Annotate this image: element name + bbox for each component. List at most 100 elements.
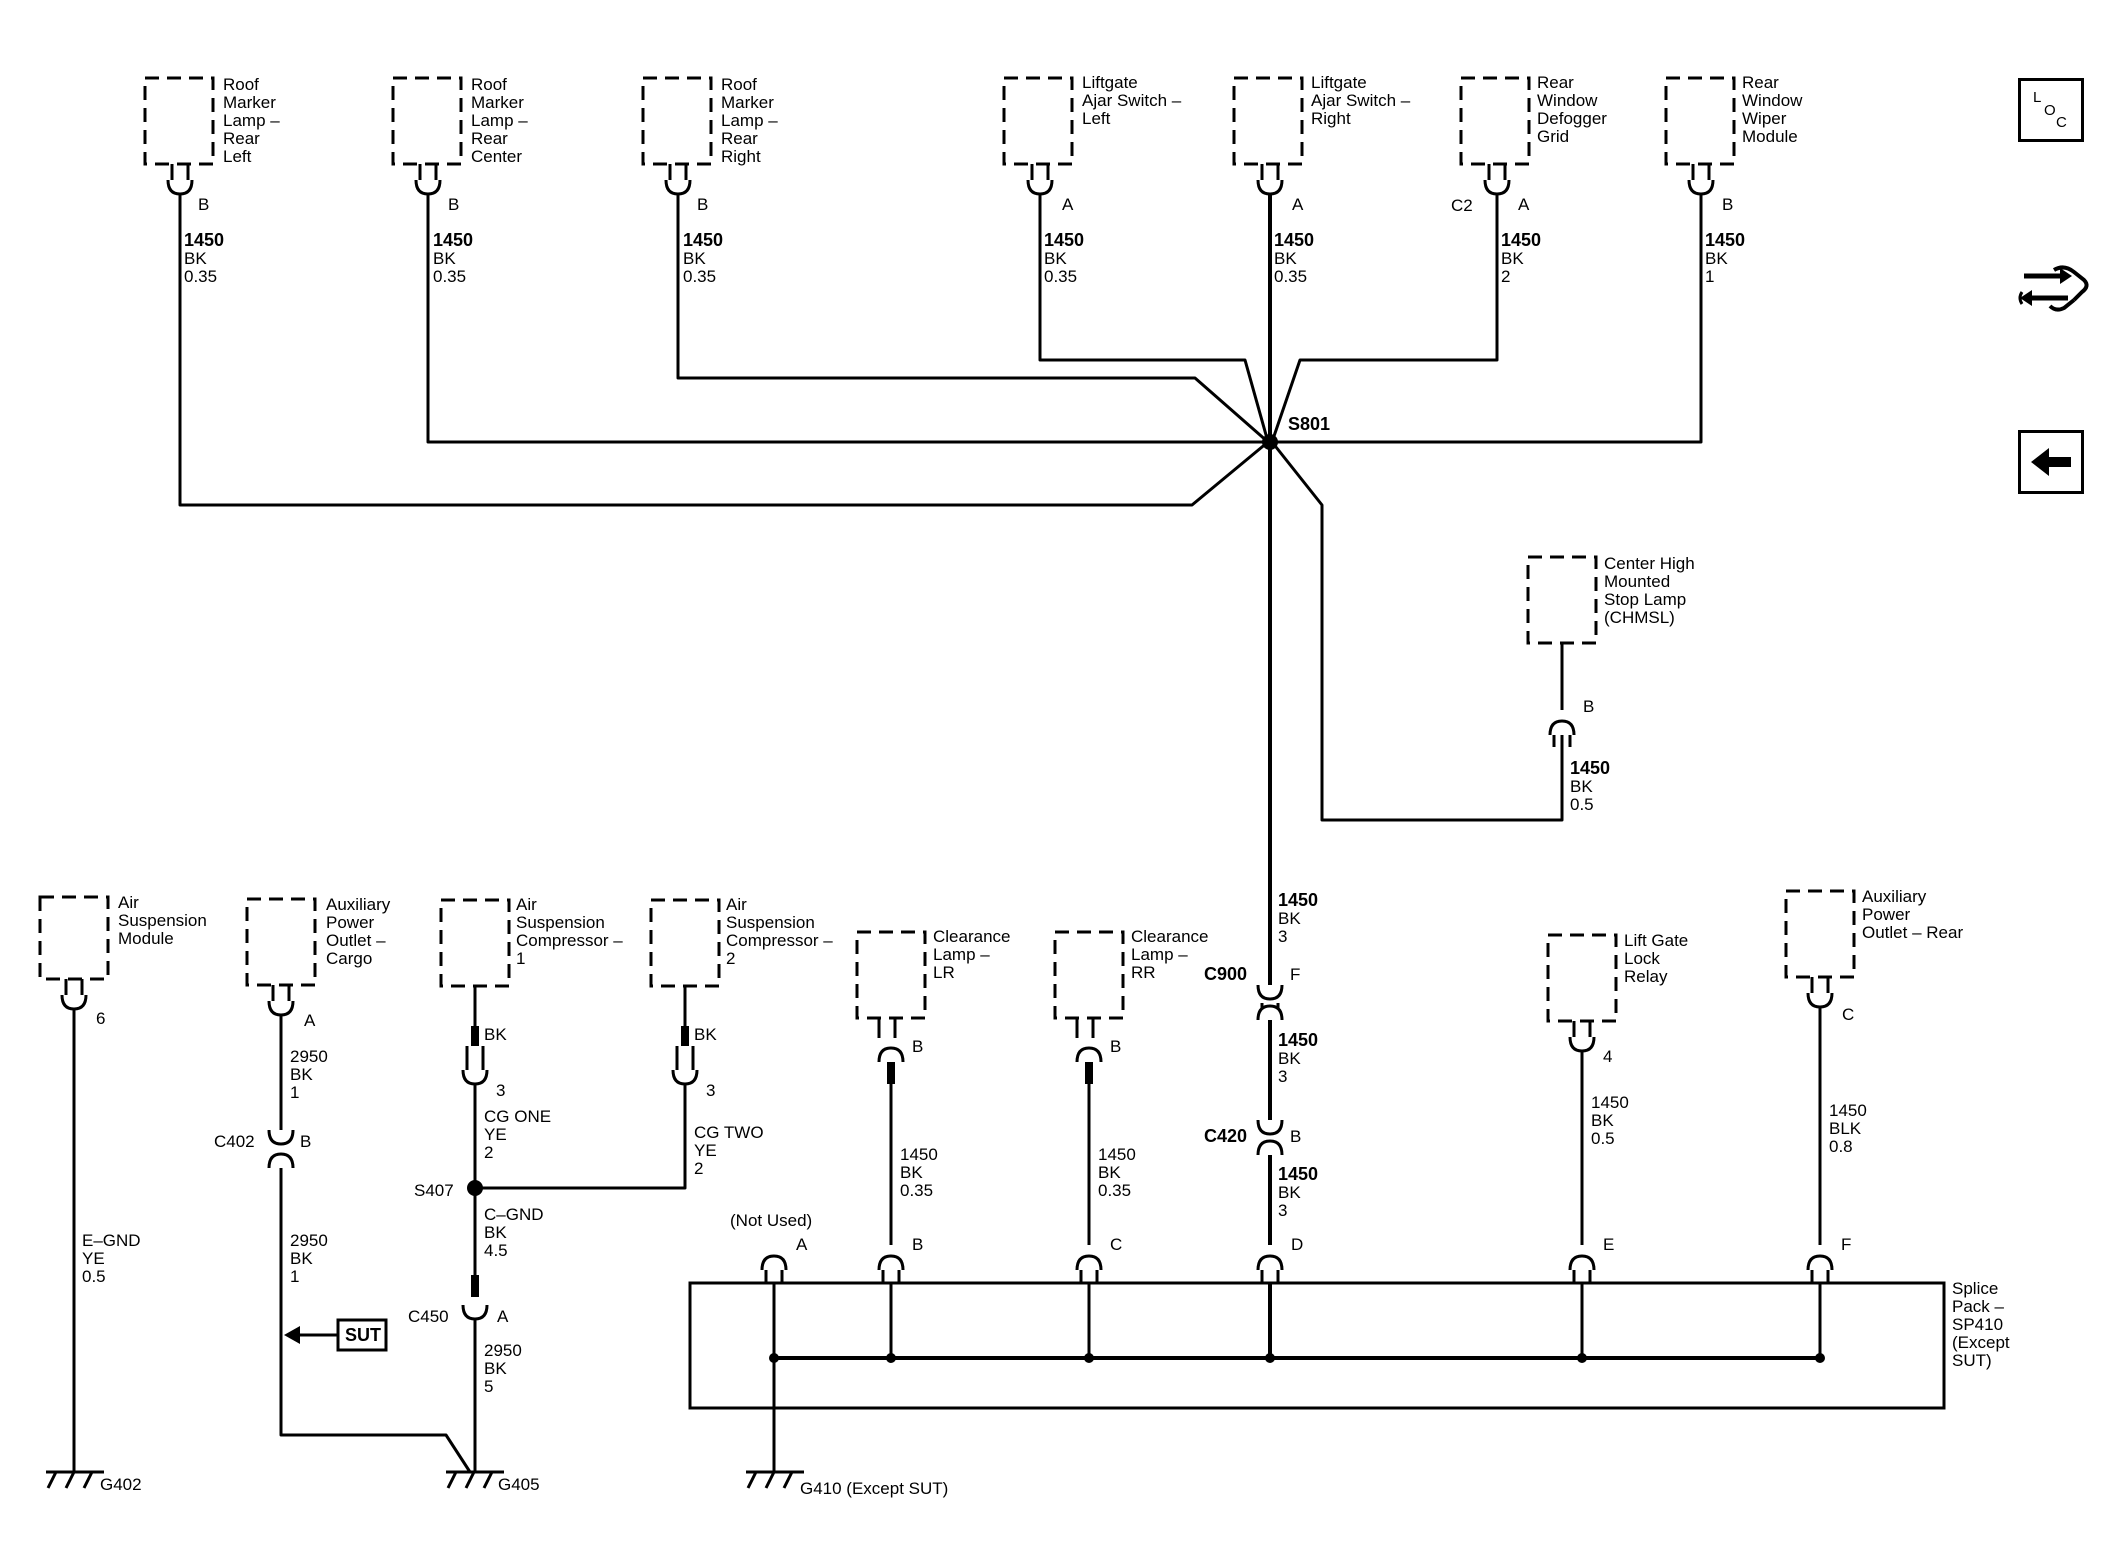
connector-view-button[interactable] xyxy=(2014,248,2090,328)
pin-label: B xyxy=(912,1235,923,1254)
loc-letter-l: L xyxy=(2033,89,2041,106)
component-air-suspension-compressor-1: Air Suspension Compressor – 1 BK 3 xyxy=(439,895,623,1100)
label-line: Stop Lamp xyxy=(1604,590,1686,609)
label-line: SUT) xyxy=(1952,1351,1992,1370)
splice-label-s407: S407 xyxy=(414,1181,454,1200)
pin-label: A xyxy=(304,1011,316,1030)
top-harness-wires xyxy=(178,194,1703,822)
pin-label: 3 xyxy=(706,1081,715,1100)
sut-label: SUT xyxy=(345,1325,381,1345)
label-line: Window xyxy=(1742,91,1803,110)
wire-circuit: 1450 xyxy=(1829,1101,1867,1120)
wire-color: BK xyxy=(1274,249,1297,268)
pin-label: B xyxy=(448,195,459,214)
label-line: Right xyxy=(1311,109,1351,128)
label-line: Rear xyxy=(223,129,260,148)
label-line: Suspension xyxy=(726,913,815,932)
wire-color: BK xyxy=(694,1025,717,1044)
label-line: LR xyxy=(933,963,955,982)
label-line: Power xyxy=(1862,905,1911,924)
component-clearance-lamp-rr: Clearance Lamp – RR B 1450 BK 0.35 xyxy=(1053,927,1209,1245)
label-line: Rear xyxy=(721,129,758,148)
pin-label: E xyxy=(1603,1235,1614,1254)
wire-color: BK xyxy=(683,249,706,268)
label-line: Air xyxy=(118,893,139,912)
wire-size: 0.5 xyxy=(82,1267,106,1286)
splice-pack-sp410: (Not Used) A B C D E F Splice Pack – SP4… xyxy=(688,1211,2010,1472)
sut-option-arrow: SUT xyxy=(284,1318,388,1352)
label-line: 2 xyxy=(726,949,735,968)
wire-size: 2 xyxy=(1501,267,1510,286)
wire-size: 0.35 xyxy=(184,267,217,286)
label-line: Lamp – xyxy=(1131,945,1188,964)
wire-size: 1 xyxy=(290,1083,299,1102)
component-roof-marker-lamp-rear-right: Roof Marker Lamp – Rear Right B 1450 BK … xyxy=(641,75,778,286)
ground-g405: G405 xyxy=(446,1470,540,1494)
wire-circuit: 1450 xyxy=(1098,1145,1136,1164)
wire-color: BK xyxy=(484,1223,507,1242)
pin-label: B xyxy=(198,195,209,214)
label-line: Roof xyxy=(471,75,507,94)
label-line: Pack – xyxy=(1952,1297,2005,1316)
wire-size: 3 xyxy=(1278,927,1287,946)
wire-color: BK xyxy=(484,1359,507,1378)
splice-s407 xyxy=(467,1180,483,1196)
location-view-button[interactable]: L O C xyxy=(2018,78,2084,142)
component-roof-marker-lamp-rear-left: Roof Marker Lamp – Rear Left B 1450 BK 0… xyxy=(143,75,280,286)
label-line: 1 xyxy=(516,949,525,968)
label-line: Suspension xyxy=(516,913,605,932)
wire-size: 2 xyxy=(694,1159,703,1178)
wire-color: BK xyxy=(1501,249,1524,268)
wire-color: YE xyxy=(484,1125,507,1144)
pin-label: A xyxy=(1292,195,1304,214)
label-line: Left xyxy=(1082,109,1111,128)
connector-hand-icon xyxy=(2018,265,2089,312)
ground-label: G405 xyxy=(498,1475,540,1494)
pin-label: C xyxy=(1110,1235,1122,1254)
pin-label: A xyxy=(1518,195,1530,214)
wire-size: 0.35 xyxy=(683,267,716,286)
wire-size: 5 xyxy=(484,1377,493,1396)
wire-circuit: E–GND xyxy=(82,1231,141,1250)
label-line: Module xyxy=(1742,127,1798,146)
label-line: Lamp – xyxy=(933,945,990,964)
label-line: Right xyxy=(721,147,761,166)
ground-g410: G410 (Except SUT) xyxy=(746,1470,948,1498)
label-line: Mounted xyxy=(1604,572,1670,591)
label-line: Center xyxy=(471,147,522,166)
wire-size: 4.5 xyxy=(484,1241,508,1260)
loc-letter-o: O xyxy=(2044,102,2056,119)
connector-label: C2 xyxy=(1451,196,1473,215)
label-line: (CHMSL) xyxy=(1604,608,1675,627)
wire-color: BK xyxy=(290,1065,313,1084)
pin-label: 3 xyxy=(496,1081,505,1100)
component-aux-power-outlet-rear: Auxiliary Power Outlet – Rear C 1450 BLK… xyxy=(1784,887,1963,1245)
wire-circuit: 1450 xyxy=(1274,230,1314,250)
ground-label: G402 xyxy=(100,1475,142,1494)
wire-circuit: 1450 xyxy=(900,1145,938,1164)
label-line: Lamp – xyxy=(721,111,778,130)
label-line: Ajar Switch – xyxy=(1082,91,1182,110)
pin-label: B xyxy=(1583,697,1594,716)
label-line: Marker xyxy=(721,93,774,112)
pin-label: B xyxy=(300,1132,311,1151)
label-line: Liftgate xyxy=(1311,73,1367,92)
label-line: Wiper xyxy=(1742,109,1787,128)
label-line: Clearance xyxy=(933,927,1011,946)
wire-color: BK xyxy=(1278,1049,1301,1068)
wire-circuit: CG ONE xyxy=(484,1107,551,1126)
back-button[interactable] xyxy=(2018,430,2084,494)
component-liftgate-ajar-switch-right: Liftgate Ajar Switch – Right A 1450 BK 0… xyxy=(1232,73,1411,286)
wire-color: BLK xyxy=(1829,1119,1862,1138)
pin-label: F xyxy=(1841,1235,1851,1254)
pin-label: 4 xyxy=(1603,1047,1612,1066)
wire-color: BK xyxy=(1278,1183,1301,1202)
wire-size: 0.8 xyxy=(1829,1137,1853,1156)
pin-label: 6 xyxy=(96,1009,105,1028)
label-line: Lamp – xyxy=(223,111,280,130)
label-line: Window xyxy=(1537,91,1598,110)
splice-label-s801: S801 xyxy=(1288,414,1330,434)
wire-circuit: 2950 xyxy=(290,1231,328,1250)
label-line: Marker xyxy=(471,93,524,112)
